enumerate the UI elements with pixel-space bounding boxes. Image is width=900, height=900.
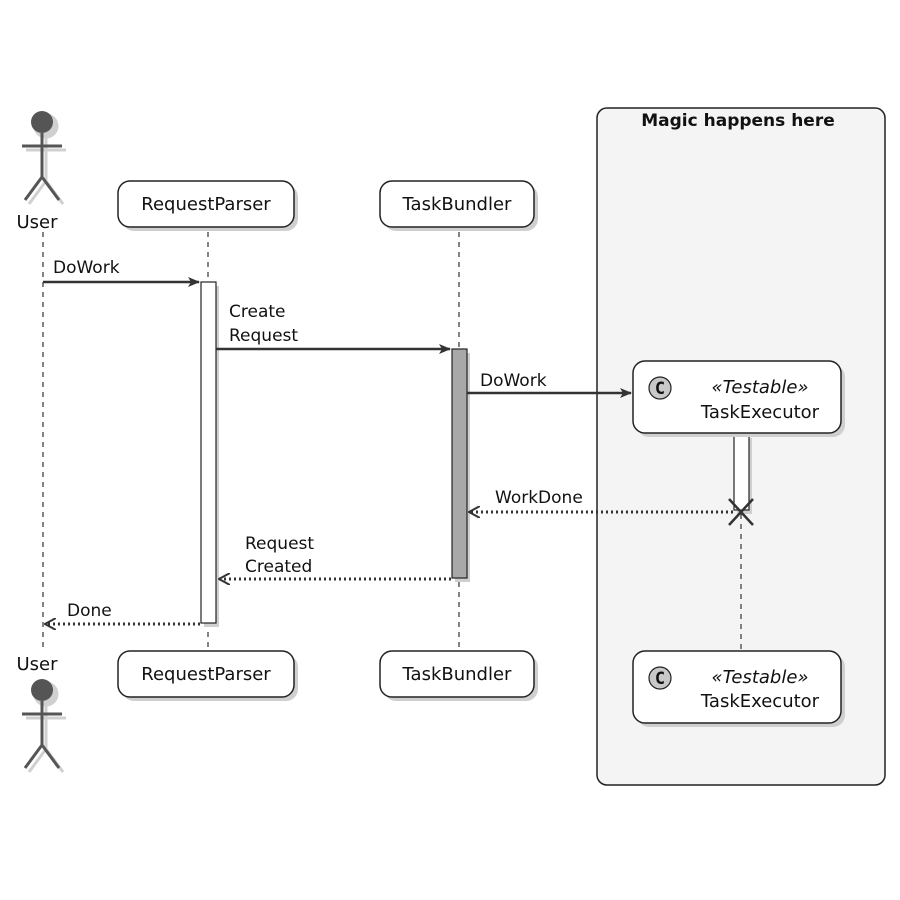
message-create-request: Create Request bbox=[216, 302, 451, 354]
activations bbox=[200, 281, 752, 627]
message-create-request-line-1: Create bbox=[229, 302, 286, 322]
task-executor-stereotype: «Testable» bbox=[711, 377, 808, 398]
message-request-created-line-2: Created bbox=[245, 557, 312, 577]
participant-task-executor-top: C «Testable» TaskExecutor bbox=[632, 360, 845, 437]
user-actor-icon bbox=[22, 111, 62, 201]
message-work-done: WorkDone bbox=[469, 488, 733, 512]
message-request-created-line-1: Request bbox=[245, 534, 314, 554]
participant-request-parser-bottom: RequestParser bbox=[117, 650, 298, 701]
message-done: Done bbox=[45, 601, 200, 624]
magic-box-title: Magic happens here bbox=[641, 111, 835, 131]
message-do-work-1: DoWork bbox=[43, 258, 200, 287]
participant-user-bottom-label: User bbox=[16, 654, 58, 675]
message-request-created: Request Created bbox=[219, 534, 451, 579]
svg-text:C: C bbox=[655, 379, 665, 399]
participant-user-bottom: User bbox=[16, 654, 66, 773]
participant-user-label: User bbox=[16, 212, 58, 233]
activation-task-bundler bbox=[451, 348, 468, 579]
activation-request-parser bbox=[200, 281, 217, 624]
task-executor-bottom-stereotype: «Testable» bbox=[711, 667, 808, 688]
participant-user-top: User bbox=[16, 111, 66, 233]
participant-task-bundler-label: TaskBundler bbox=[402, 194, 513, 215]
class-icon: C bbox=[648, 376, 672, 400]
user-actor-bottom-icon bbox=[22, 679, 62, 769]
participant-task-bundler-top: TaskBundler bbox=[379, 180, 538, 231]
participant-request-parser-top: RequestParser bbox=[117, 180, 298, 231]
message-do-work-2-label: DoWork bbox=[480, 371, 547, 391]
activation-task-executor bbox=[733, 433, 750, 511]
message-do-work-2: DoWork bbox=[467, 371, 632, 398]
participant-request-parser-bottom-label: RequestParser bbox=[141, 664, 271, 685]
class-bottom-icon: C bbox=[648, 666, 672, 690]
participant-request-parser-label: RequestParser bbox=[141, 194, 271, 215]
participant-task-executor-label: TaskExecutor bbox=[700, 402, 820, 423]
message-create-request-line-2: Request bbox=[229, 326, 298, 346]
participant-task-executor-bottom: C «Testable» TaskExecutor bbox=[632, 650, 845, 727]
participant-task-bundler-bottom: TaskBundler bbox=[379, 650, 538, 701]
destroy-marker bbox=[728, 498, 754, 526]
svg-text:C: C bbox=[655, 669, 665, 689]
participant-task-bundler-bottom-label: TaskBundler bbox=[402, 664, 513, 685]
message-do-work-1-label: DoWork bbox=[53, 258, 120, 278]
participant-task-executor-bottom-label: TaskExecutor bbox=[700, 691, 820, 712]
message-done-label: Done bbox=[67, 601, 112, 621]
message-work-done-label: WorkDone bbox=[495, 488, 583, 508]
